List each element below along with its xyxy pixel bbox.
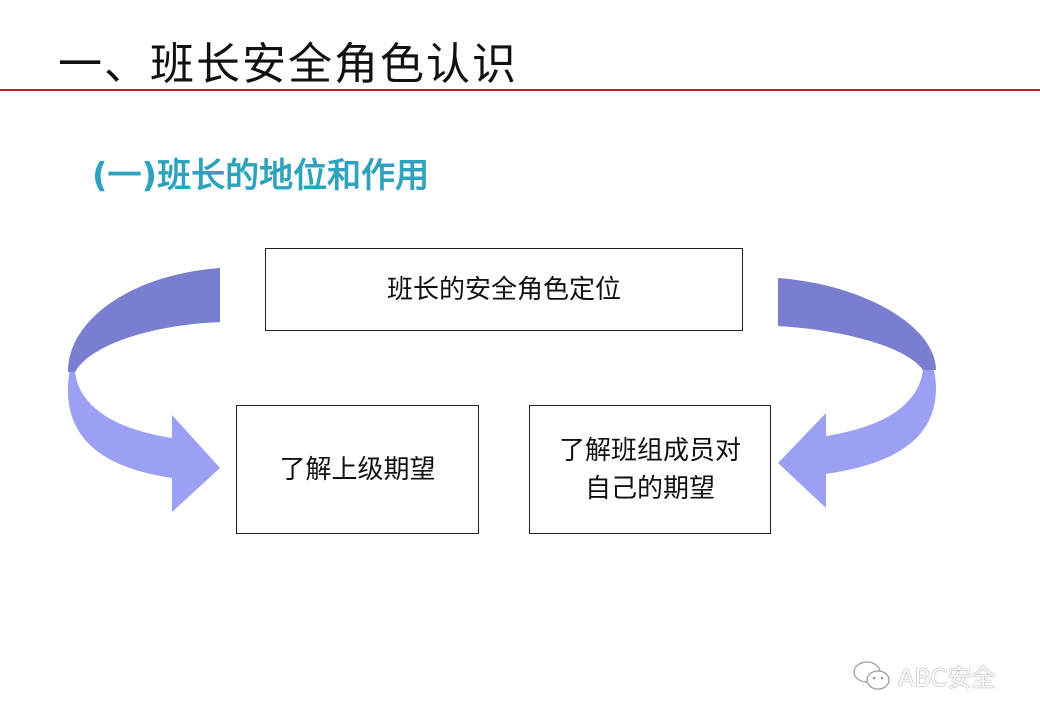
wechat-icon bbox=[853, 660, 890, 690]
section-subtitle: (一)班长的地位和作用 bbox=[92, 156, 430, 196]
title-divider bbox=[0, 89, 1040, 91]
superior-expectations-box: 了解上级期望 bbox=[236, 405, 479, 534]
left-curved-arrow bbox=[68, 268, 220, 512]
role-positioning-box: 班长的安全角色定位 bbox=[265, 248, 743, 331]
watermark-text: ABC安全 bbox=[898, 664, 996, 692]
team-expectations-box: 了解班组成员对 自己的期望 bbox=[529, 405, 771, 534]
team-expectations-line2: 自己的期望 bbox=[584, 473, 715, 504]
role-positioning-label: 班长的安全角色定位 bbox=[386, 274, 621, 305]
slide-title: 一、班长安全角色认识 bbox=[58, 39, 518, 90]
team-expectations-line1: 了解班组成员对 bbox=[558, 435, 741, 466]
right-curved-arrow bbox=[778, 278, 936, 508]
superior-expectations-label: 了解上级期望 bbox=[279, 454, 436, 485]
watermark: ABC安全 bbox=[852, 658, 995, 693]
